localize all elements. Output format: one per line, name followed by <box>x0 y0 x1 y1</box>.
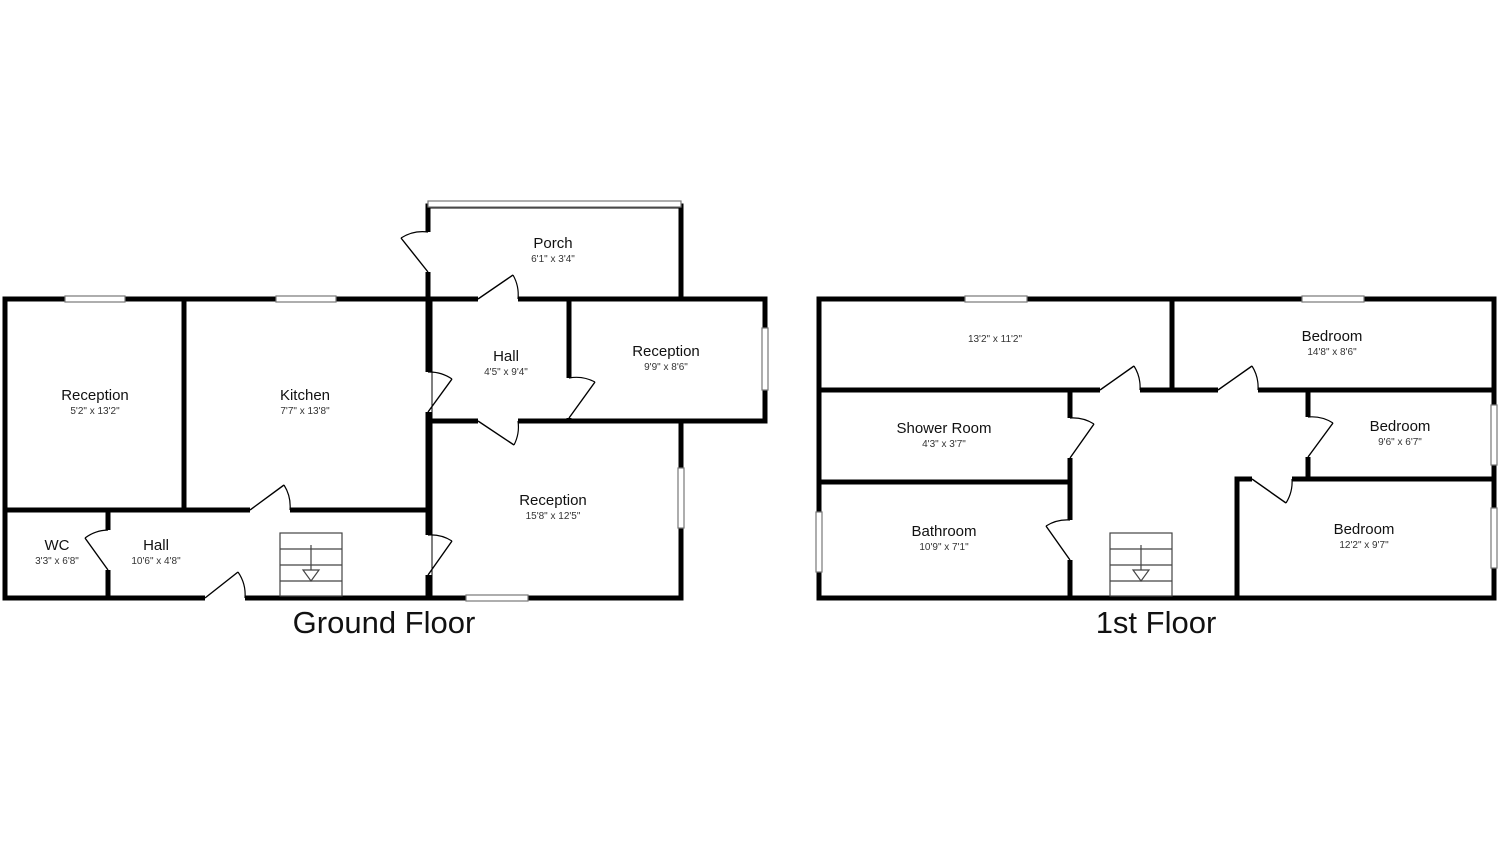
room-bedroom-top: Bedroom 14'8" x 8'6" <box>1302 328 1363 358</box>
room-name: Hall <box>143 537 169 554</box>
window <box>64 295 126 303</box>
room-reception-lower: Reception 15'8" x 12'5" <box>519 492 587 522</box>
window <box>677 467 685 529</box>
room-name: Bedroom <box>1370 418 1431 435</box>
window <box>1301 295 1365 303</box>
room-bedroom-bottom: Bedroom 12'2" x 9'7" <box>1334 521 1395 551</box>
ground-floor-doors <box>84 231 596 602</box>
room-dimensions: 4'5" x 9'4" <box>484 367 528 378</box>
room-name: Bedroom <box>1302 328 1363 345</box>
first-floor-doors <box>1045 365 1334 561</box>
room-dimensions: 10'9" x 7'1" <box>919 542 969 553</box>
ground-floor-windows <box>64 200 769 602</box>
room-dimensions: 12'2" x 9'7" <box>1339 540 1389 551</box>
room-shower-room: Shower Room 4'3" x 3'7" <box>896 420 991 450</box>
room-name: Kitchen <box>280 387 330 404</box>
window <box>465 594 529 602</box>
floor-title: Ground Floor <box>293 605 476 640</box>
window <box>1490 507 1498 569</box>
room-name: Bathroom <box>911 523 976 540</box>
window <box>761 327 769 391</box>
room-dimensions: 7'7" x 13'8" <box>280 406 330 417</box>
room-name: Bedroom <box>1334 521 1395 538</box>
room-hall-lower: Hall 10'6" x 4'8" <box>131 537 181 567</box>
room-name: Reception <box>632 343 700 360</box>
ground-floor-stairs <box>279 532 343 597</box>
room-hall-upper: Hall 4'5" x 9'4" <box>484 348 528 378</box>
ground-floor: Porch 6'1" x 3'4" Reception 5'2" x 13'2"… <box>2 200 769 640</box>
room-reception-left: Reception 5'2" x 13'2" <box>61 387 129 417</box>
window <box>964 295 1028 303</box>
room-dimensions: 14'8" x 8'6" <box>1307 347 1357 358</box>
first-floor: 13'2" x 11'2" Bedroom 14'8" x 8'6" Showe… <box>815 295 1498 640</box>
room-dimensions: 13'2" x 11'2" <box>968 334 1023 345</box>
room-kitchen: Kitchen 7'7" x 13'8" <box>280 387 330 417</box>
room-dimensions: 9'9" x 8'6" <box>644 362 688 373</box>
floor-title: 1st Floor <box>1096 605 1217 640</box>
first-floor-windows <box>815 295 1498 573</box>
room-name: Hall <box>493 348 519 365</box>
room-dimensions: 4'3" x 3'7" <box>922 439 966 450</box>
room-dimensions: 9'6" x 6'7" <box>1378 437 1422 448</box>
room-name: WC <box>45 537 70 554</box>
window <box>815 511 823 573</box>
window <box>275 295 337 303</box>
room-dimensions: 15'8" x 12'5" <box>526 511 581 522</box>
room-bathroom: Bathroom 10'9" x 7'1" <box>911 523 976 553</box>
window <box>1490 404 1498 466</box>
room-dimensions: 5'2" x 13'2" <box>70 406 120 417</box>
first-floor-stairs <box>1109 532 1173 597</box>
room-name: Reception <box>519 492 587 509</box>
room-dimensions: 3'3" x 6'8" <box>35 556 79 567</box>
room-reception-right: Reception 9'9" x 8'6" <box>632 343 700 373</box>
room-name: Porch <box>533 235 572 252</box>
room-porch: Porch 6'1" x 3'4" <box>531 235 575 265</box>
room-unnamed: 13'2" x 11'2" <box>968 334 1023 345</box>
room-dimensions: 6'1" x 3'4" <box>531 254 575 265</box>
room-name: Shower Room <box>896 420 991 437</box>
room-name: Reception <box>61 387 129 404</box>
window <box>427 200 682 208</box>
room-dimensions: 10'6" x 4'8" <box>131 556 181 567</box>
room-bedroom-mid: Bedroom 9'6" x 6'7" <box>1370 418 1431 448</box>
room-wc: WC 3'3" x 6'8" <box>35 537 79 567</box>
